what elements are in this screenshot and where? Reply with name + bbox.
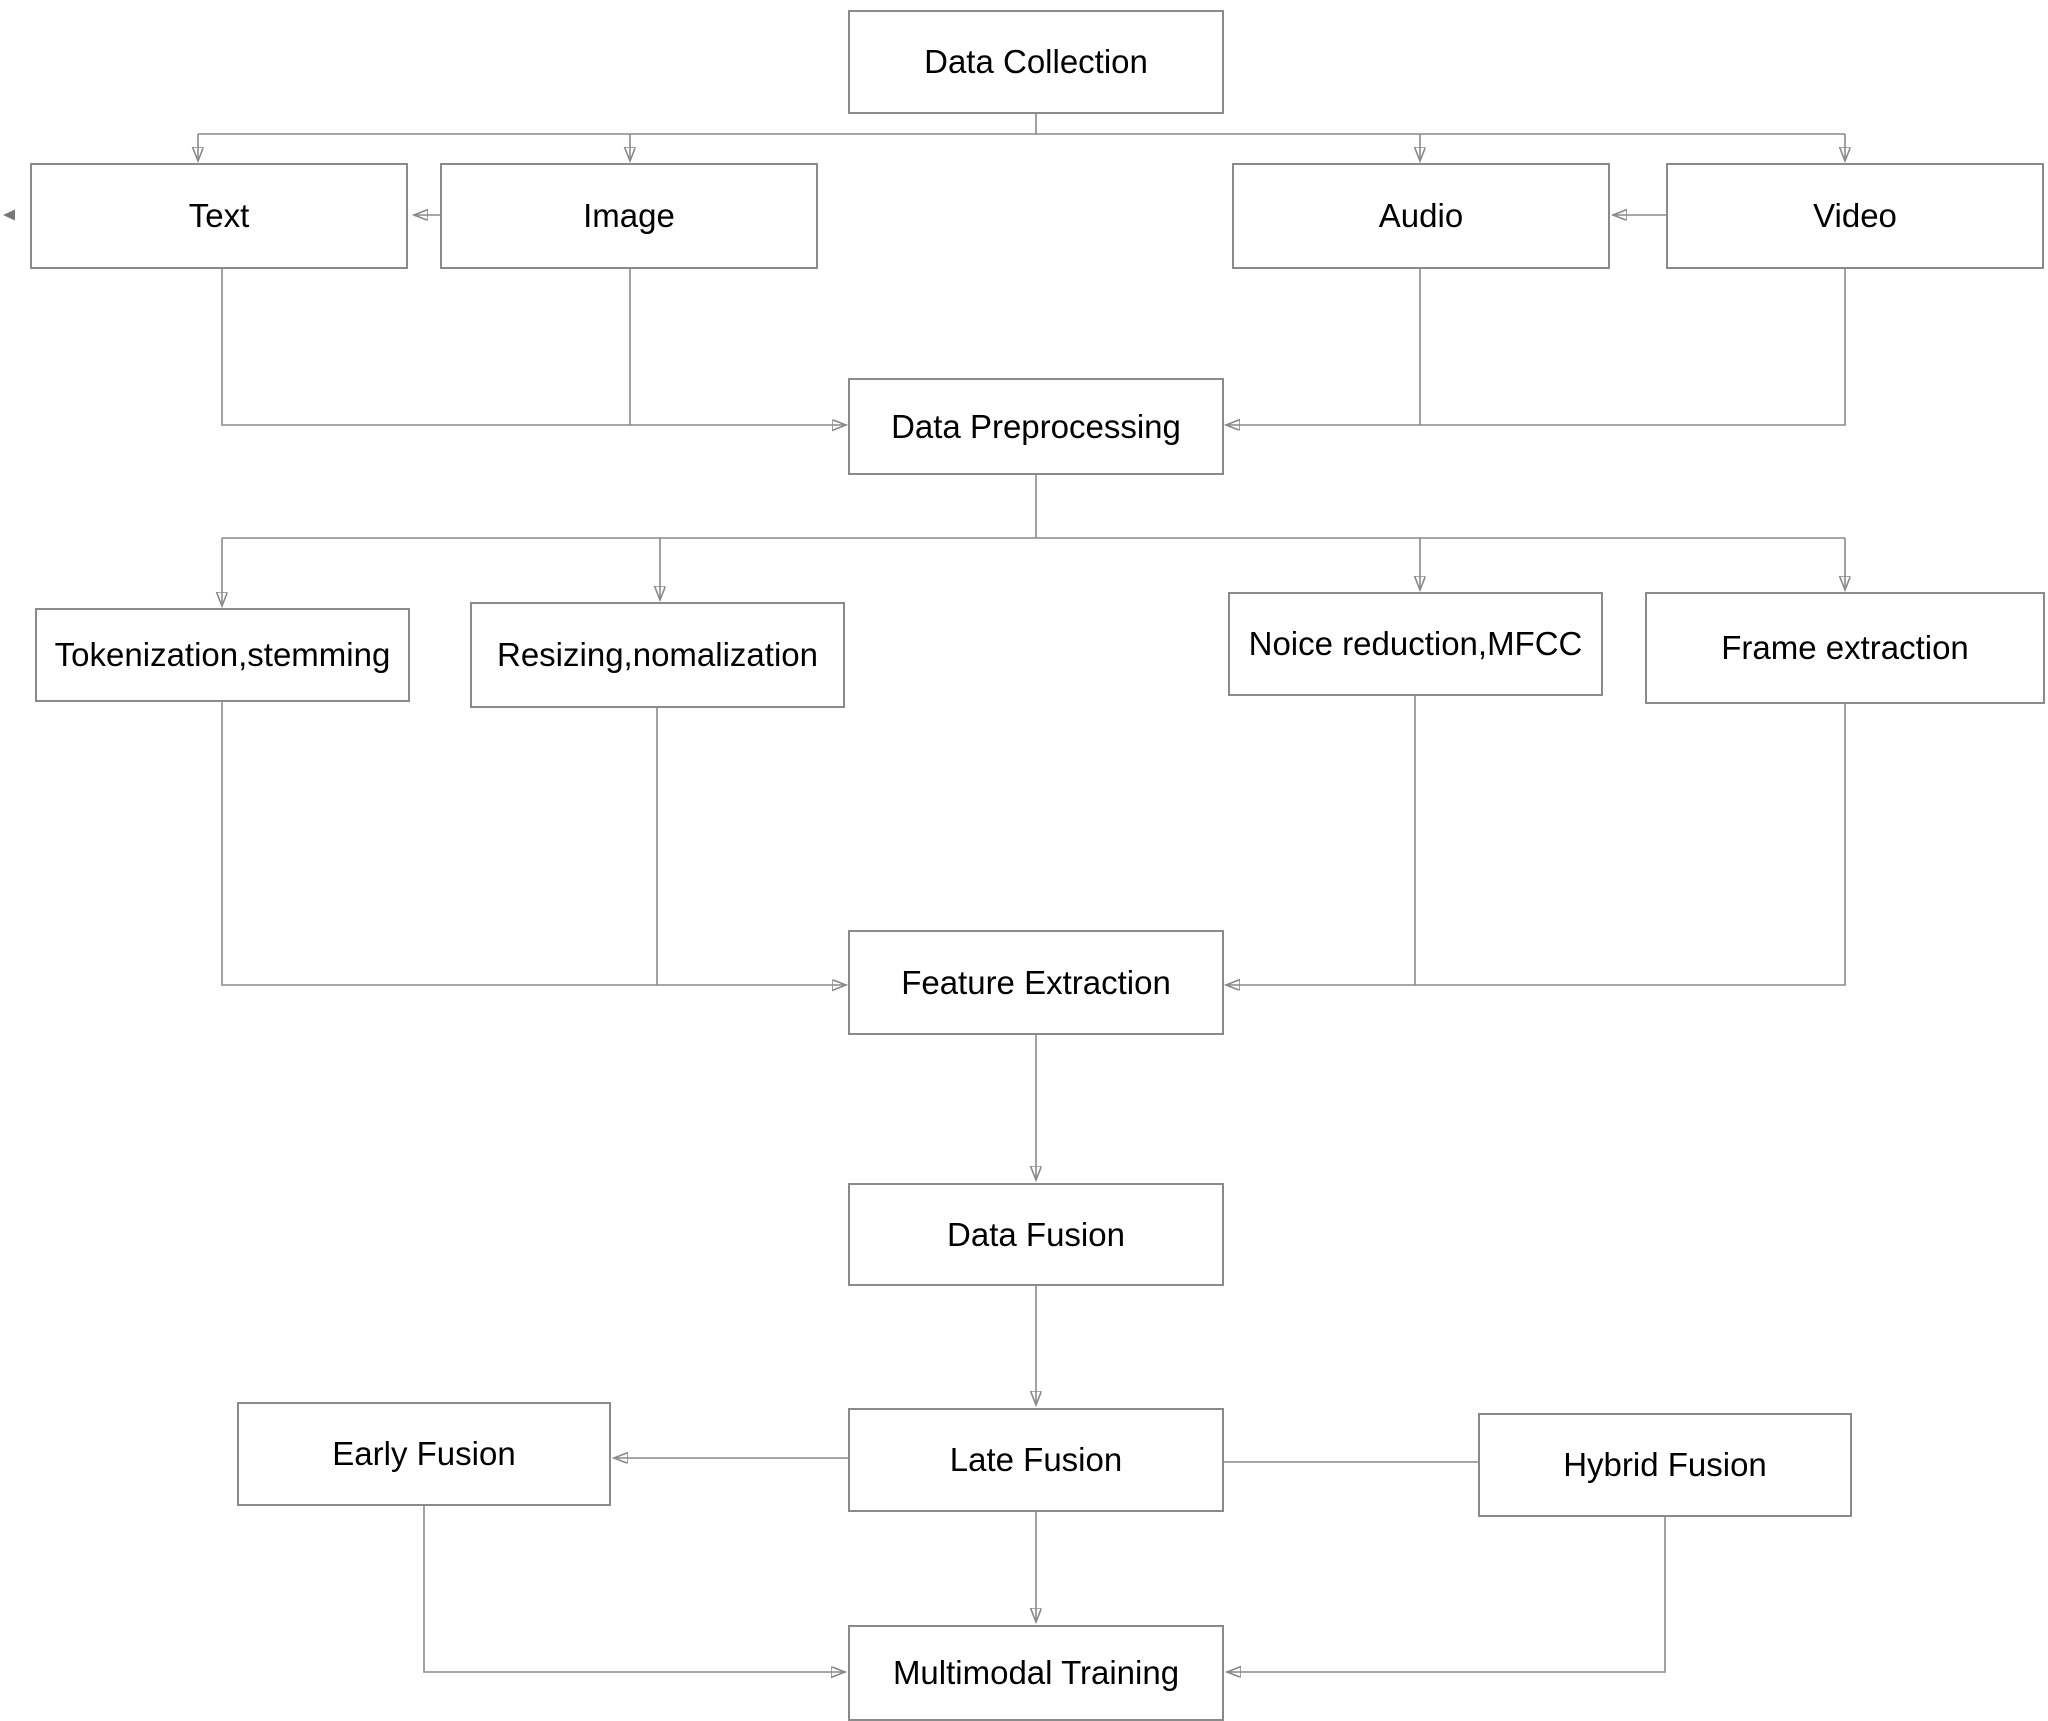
node-noise-reduction-mfcc: Noice reduction,MFCC (1228, 592, 1603, 696)
node-data-collection: Data Collection (848, 10, 1224, 114)
node-hybrid-fusion: Hybrid Fusion (1478, 1413, 1852, 1517)
edge-hybridfusion-training (1227, 1517, 1666, 1672)
edge-frame-feature (1226, 704, 1846, 985)
edge-earlyfusion-training (423, 1506, 845, 1672)
edge-video-preprocessing (1226, 269, 1846, 425)
node-multimodal-training: Multimodal Training (848, 1625, 1224, 1721)
node-text: Text (30, 163, 408, 269)
node-late-fusion: Late Fusion (848, 1408, 1224, 1512)
node-feature-extraction: Feature Extraction (848, 930, 1224, 1035)
edge-tokenization-feature (221, 702, 846, 985)
node-image: Image (440, 163, 818, 269)
node-early-fusion: Early Fusion (237, 1402, 611, 1506)
node-data-fusion: Data Fusion (848, 1183, 1224, 1286)
node-audio: Audio (1232, 163, 1610, 269)
edge-text-preprocessing (221, 269, 846, 425)
node-resizing-normalization: Resizing,nomalization (470, 602, 845, 708)
node-frame-extraction: Frame extraction (1645, 592, 2045, 704)
node-video: Video (1666, 163, 2044, 269)
node-tokenization-stemming: Tokenization,stemming (35, 608, 410, 702)
node-data-preprocessing: Data Preprocessing (848, 378, 1224, 475)
truncated-arrowhead-left-edge (3, 209, 15, 221)
